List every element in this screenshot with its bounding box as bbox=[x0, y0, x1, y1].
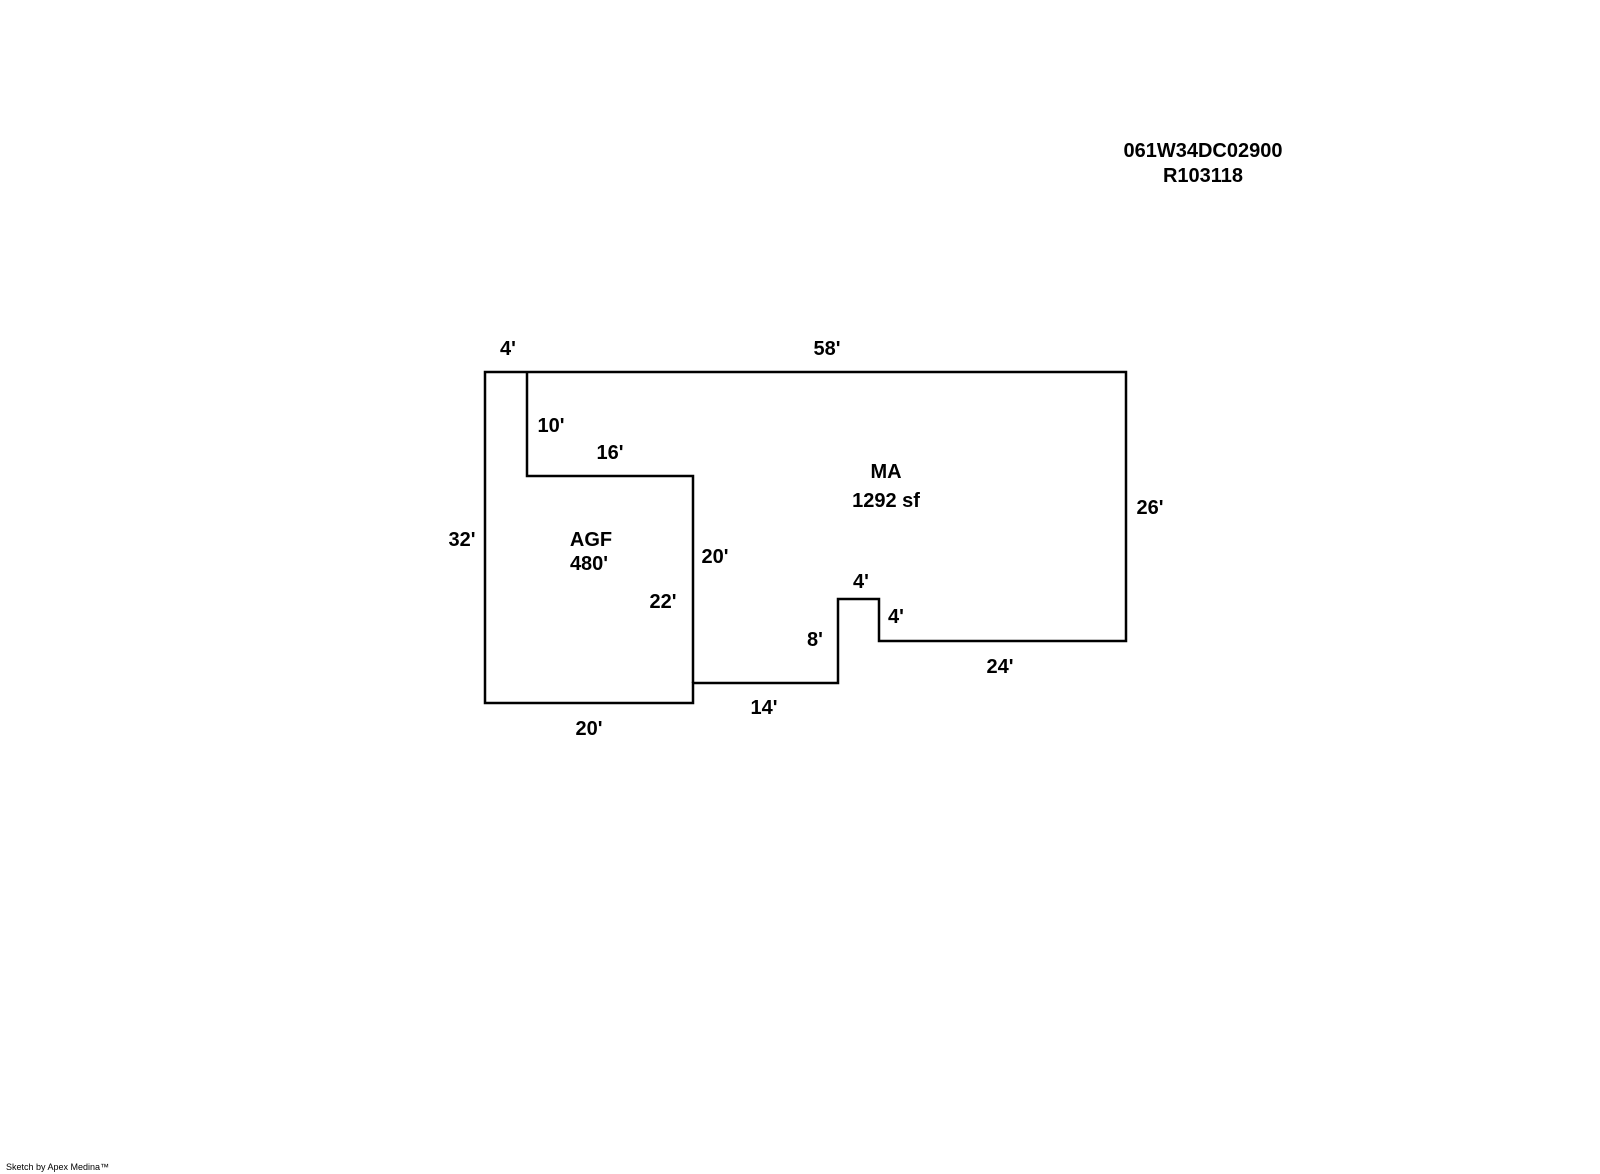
dim-bottom-middle: 14' bbox=[750, 697, 777, 719]
dim-bottom-right: 24' bbox=[986, 656, 1013, 678]
sketch-credit: Sketch by Apex Medina™ bbox=[6, 1162, 110, 1172]
parcel-map-number: 061W34DC02900 bbox=[1124, 140, 1283, 162]
dim-top-left: 4' bbox=[500, 338, 516, 360]
dim-garage-right-upper: 20' bbox=[701, 546, 728, 568]
garage-area-code: AGF bbox=[570, 529, 612, 551]
dim-inner-horizontal: 16' bbox=[596, 442, 623, 464]
main-area-size: 1292 sf bbox=[852, 490, 920, 512]
parcel-account-number: R103118 bbox=[1163, 165, 1243, 187]
dim-bump-left: 8' bbox=[807, 629, 823, 651]
dim-right: 26' bbox=[1136, 497, 1163, 519]
dim-bottom-left: 20' bbox=[575, 718, 602, 740]
dim-garage-right-lower: 22' bbox=[649, 591, 676, 613]
building-outline bbox=[483, 370, 1128, 705]
main-area-code: MA bbox=[870, 461, 901, 483]
garage-boundary bbox=[525, 372, 695, 683]
dim-bump-right: 4' bbox=[888, 606, 904, 628]
dim-left: 32' bbox=[448, 529, 475, 551]
garage-area-size: 480' bbox=[570, 553, 608, 575]
dim-bump-top: 4' bbox=[853, 571, 869, 593]
dim-inner-vertical: 10' bbox=[537, 415, 564, 437]
dim-top: 58' bbox=[813, 338, 840, 360]
outer-perimeter bbox=[483, 370, 1128, 705]
